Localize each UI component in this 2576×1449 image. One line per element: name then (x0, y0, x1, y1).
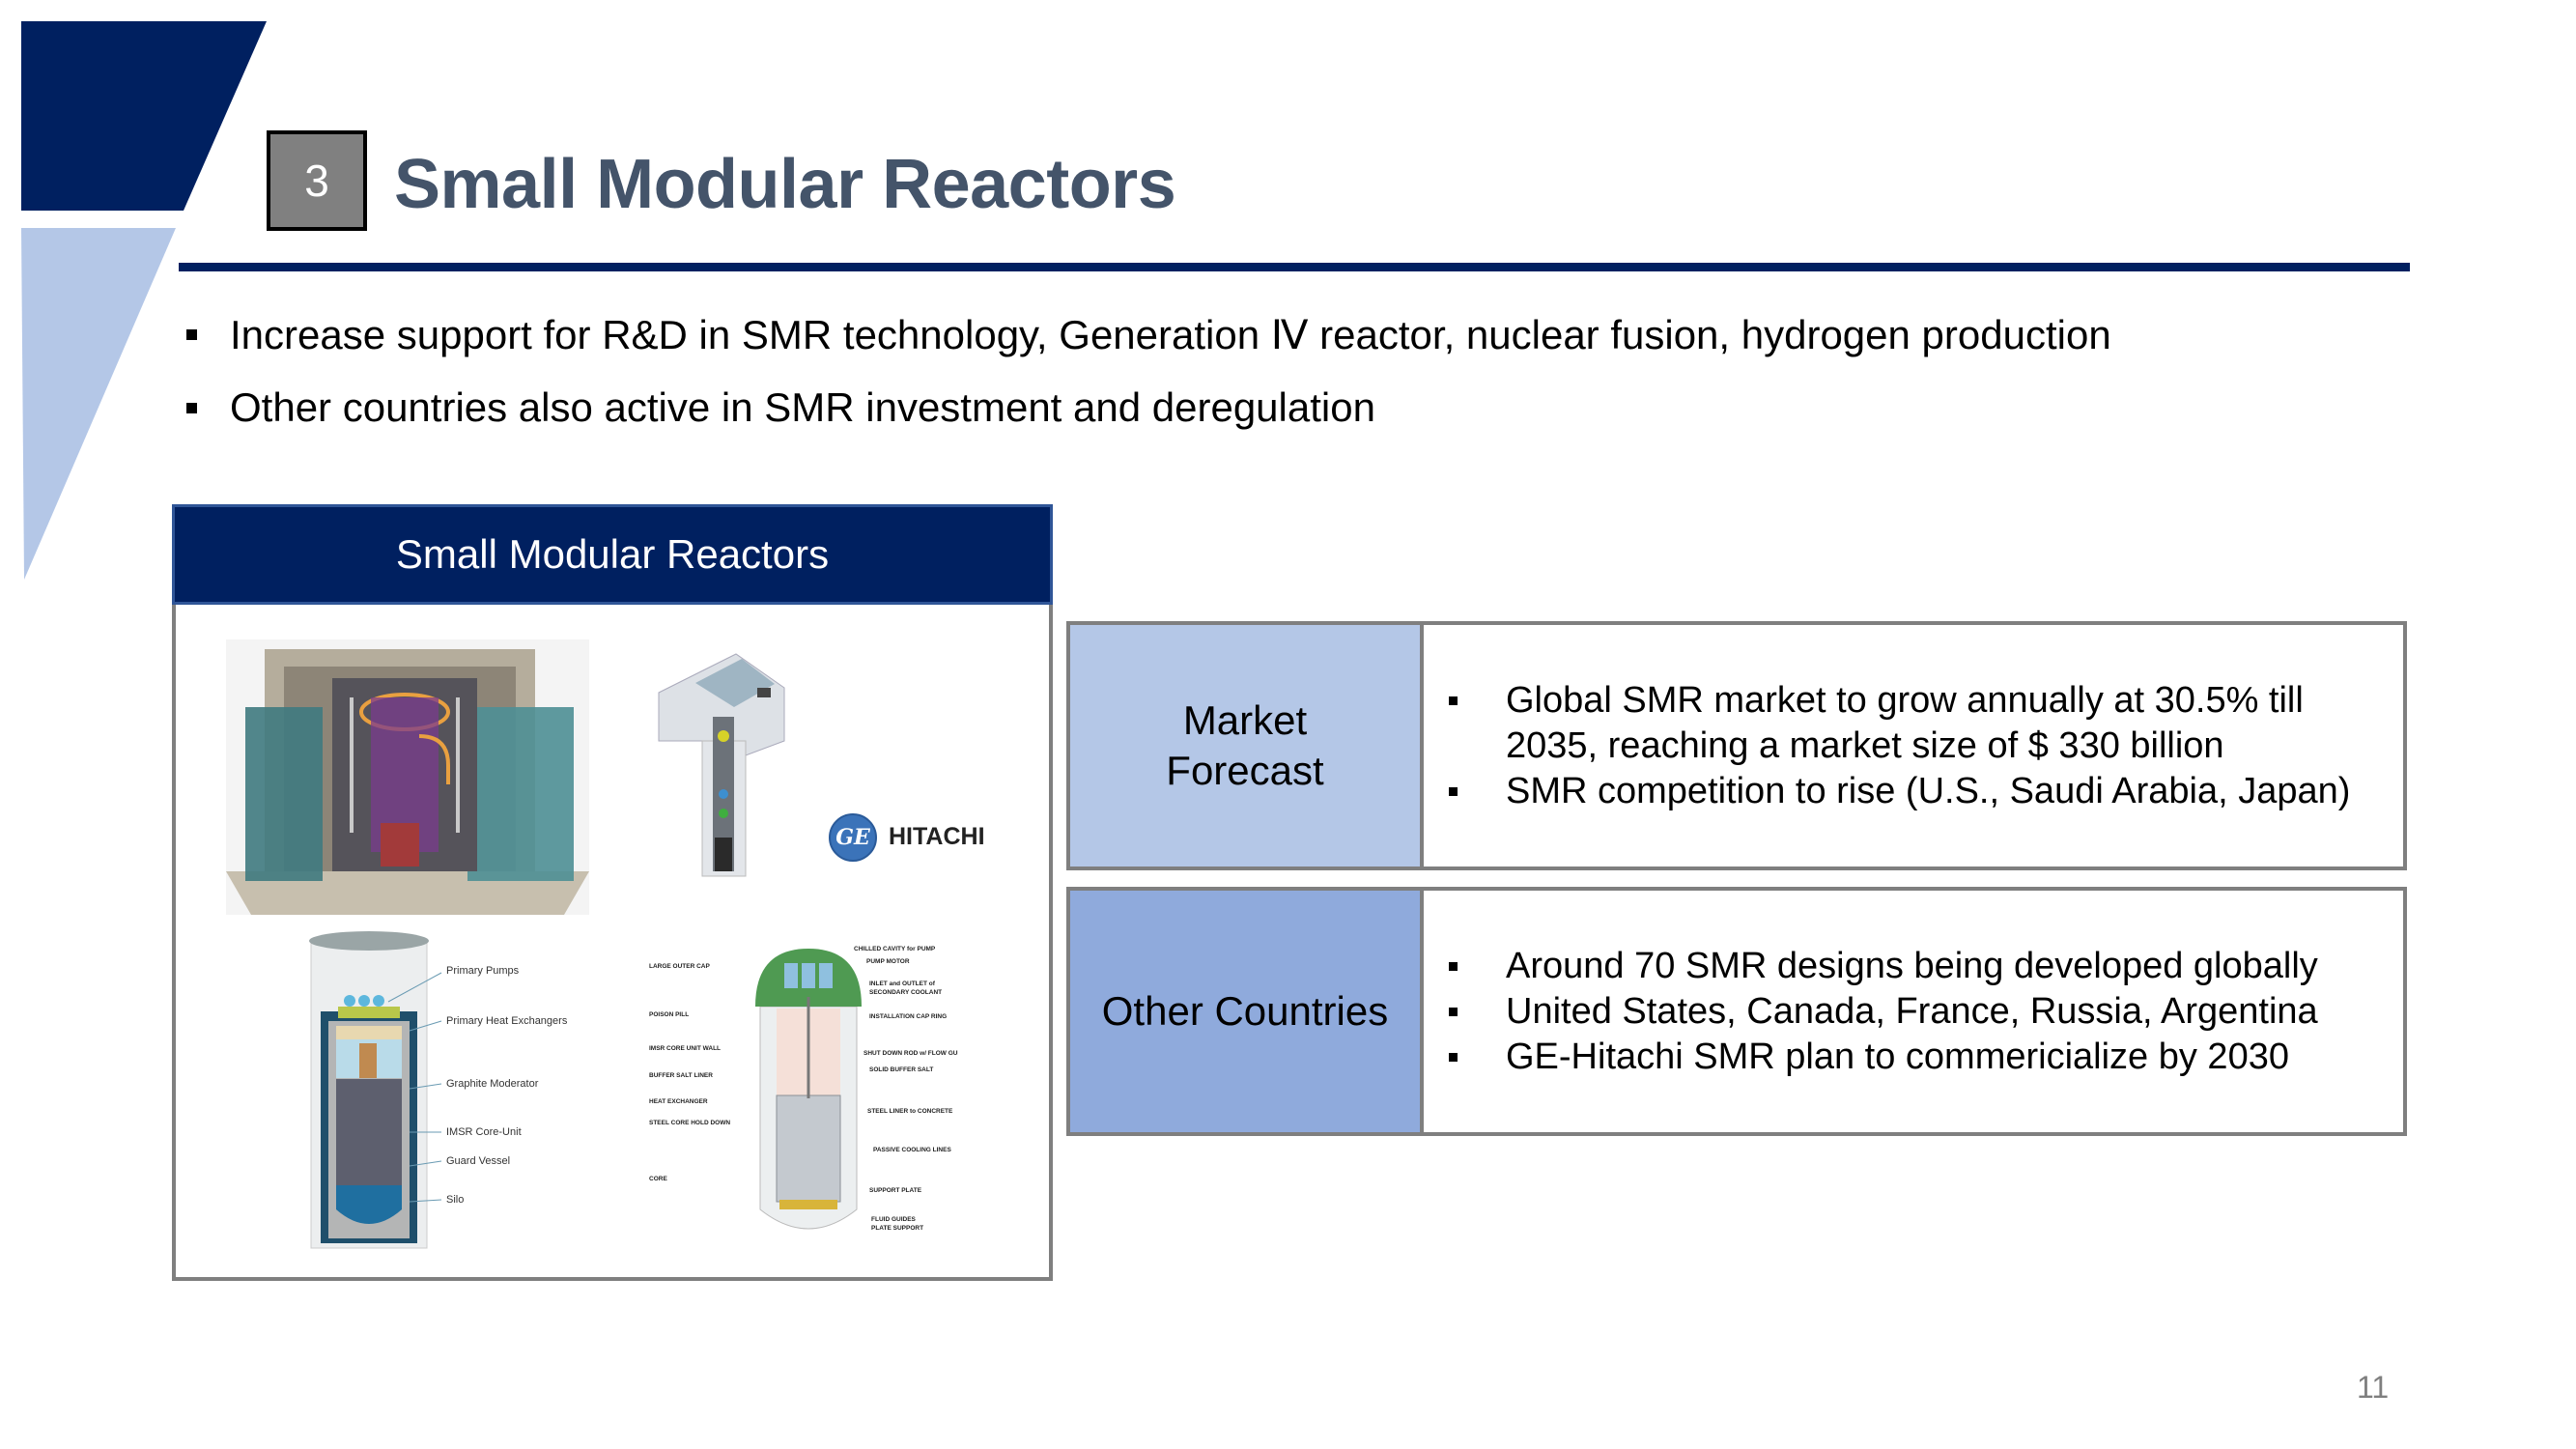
svg-text:INSTALLATION CAP RING: INSTALLATION CAP RING (869, 1013, 947, 1020)
svg-text:Silo: Silo (446, 1194, 464, 1206)
list-item: GE-Hitachi SMR plan to commericialize by… (1443, 1035, 2403, 1080)
svg-text:FLUID GUIDES: FLUID GUIDES (871, 1216, 917, 1223)
svg-text:PUMP MOTOR: PUMP MOTOR (866, 958, 910, 965)
svg-text:PLATE SUPPORT: PLATE SUPPORT (871, 1225, 923, 1232)
svg-text:SUPPORT PLATE: SUPPORT PLATE (869, 1187, 922, 1194)
market-forecast-content: Global SMR market to grow annually at 30… (1424, 625, 2403, 867)
svg-text:Primary Pumps: Primary Pumps (446, 965, 520, 977)
reactor-render-image (226, 639, 589, 915)
navy-parallelogram (21, 21, 267, 211)
bullet-text: Other countries also active in SMR inves… (230, 384, 1375, 430)
list-item: Global SMR market to grow annually at 30… (1443, 678, 2403, 724)
other-countries-content: Around 70 SMR designs being developed gl… (1424, 891, 2403, 1132)
title-divider (179, 263, 2410, 271)
svg-text:HEAT EXCHANGER: HEAT EXCHANGER (649, 1098, 708, 1105)
svg-text:SOLID BUFFER SALT: SOLID BUFFER SALT (869, 1066, 933, 1073)
list-item-continuation: 2035, reaching a market size of $ 330 bi… (1443, 724, 2403, 769)
bullet-square-icon (1449, 786, 1458, 796)
smr-image-panel: Small Modular Reactors GE HITACHI (172, 504, 1053, 1281)
bullet-square-icon (1449, 696, 1458, 705)
item-text: Global SMR market to grow annually at 30… (1506, 679, 2304, 721)
market-forecast-box: Market Forecast Global SMR market to gro… (1066, 621, 2407, 870)
msr-cutaway-diagram-image: LARGE OUTER CAP POISON PILL IMSR CORE UN… (649, 946, 958, 1232)
bullet-square-icon (1449, 1052, 1458, 1062)
bullet-square-icon (1449, 961, 1458, 971)
svg-text:SECONDARY COOLANT: SECONDARY COOLANT (869, 989, 942, 996)
other-countries-label: Other Countries (1070, 891, 1424, 1132)
svg-text:PASSIVE COOLING LINES: PASSIVE COOLING LINES (873, 1147, 951, 1153)
ge-logo: GE (829, 813, 877, 862)
intro-bullet-list: Increase support for R&D in SMR technolo… (179, 298, 2111, 444)
label-line: Market (1182, 697, 1308, 743)
svg-text:STEEL CORE HOLD DOWN: STEEL CORE HOLD DOWN (649, 1120, 730, 1126)
list-item: United States, Canada, France, Russia, A… (1443, 989, 2403, 1035)
corner-decoration (21, 21, 267, 580)
light-blue-triangle (21, 228, 176, 580)
market-forecast-label: Market Forecast (1070, 625, 1424, 867)
bullet-square-icon (186, 328, 197, 340)
label-line: Forecast (1166, 748, 1324, 793)
svg-text:POISON PILL: POISON PILL (649, 1011, 689, 1018)
svg-text:IMSR CORE UNIT WALL: IMSR CORE UNIT WALL (649, 1045, 721, 1052)
other-countries-box: Other Countries Around 70 SMR designs be… (1066, 887, 2407, 1136)
bullet-square-icon (1449, 1007, 1458, 1016)
svg-text:Guard Vessel: Guard Vessel (446, 1155, 510, 1167)
svg-text:IMSR Core-Unit: IMSR Core-Unit (446, 1126, 522, 1138)
bullet-item: Other countries also active in SMR inves… (179, 371, 2111, 444)
svg-text:CHILLED CAVITY for PUMP: CHILLED CAVITY for PUMP (854, 946, 936, 952)
section-number-badge: 3 (267, 130, 367, 231)
svg-text:LARGE OUTER CAP: LARGE OUTER CAP (649, 963, 711, 970)
list-item: Around 70 SMR designs being developed gl… (1443, 944, 2403, 989)
item-text: 2035, reaching a market size of $ 330 bi… (1506, 724, 2224, 766)
svg-text:SHUT DOWN ROD w/ FLOW GUIDE: SHUT DOWN ROD w/ FLOW GUIDE (863, 1050, 958, 1057)
page-title: Small Modular Reactors (394, 146, 1176, 223)
list-item: SMR competition to rise (U.S., Saudi Ara… (1443, 769, 2403, 814)
page-number: 11 (2357, 1370, 2390, 1405)
item-text: Around 70 SMR designs being developed gl… (1506, 945, 2318, 986)
bullet-item: Increase support for R&D in SMR technolo… (179, 298, 2111, 371)
bullet-text: Increase support for R&D in SMR technolo… (230, 311, 2111, 357)
svg-text:INLET and OUTLET of: INLET and OUTLET of (869, 980, 936, 987)
svg-text:STEEL LINER to CONCRETE: STEEL LINER to CONCRETE (867, 1108, 953, 1115)
imsr-diagram-image: Primary Pumps Primary Heat Exchangers Gr… (309, 931, 568, 1249)
svg-text:CORE: CORE (649, 1176, 667, 1182)
panel-header: Small Modular Reactors (172, 504, 1053, 605)
item-text: United States, Canada, France, Russia, A… (1506, 990, 2318, 1032)
svg-text:BUFFER SALT LINER: BUFFER SALT LINER (649, 1072, 713, 1079)
item-text: SMR competition to rise (U.S., Saudi Ara… (1506, 770, 2351, 811)
item-text: GE-Hitachi SMR plan to commericialize by… (1506, 1036, 2289, 1077)
svg-text:Primary Heat Exchangers: Primary Heat Exchangers (446, 1015, 568, 1027)
ge-hitachi-reactor-image (658, 653, 785, 877)
bullet-square-icon (186, 402, 197, 413)
hitachi-logo: HITACHI (889, 823, 985, 850)
svg-text:Graphite Moderator: Graphite Moderator (446, 1078, 539, 1090)
